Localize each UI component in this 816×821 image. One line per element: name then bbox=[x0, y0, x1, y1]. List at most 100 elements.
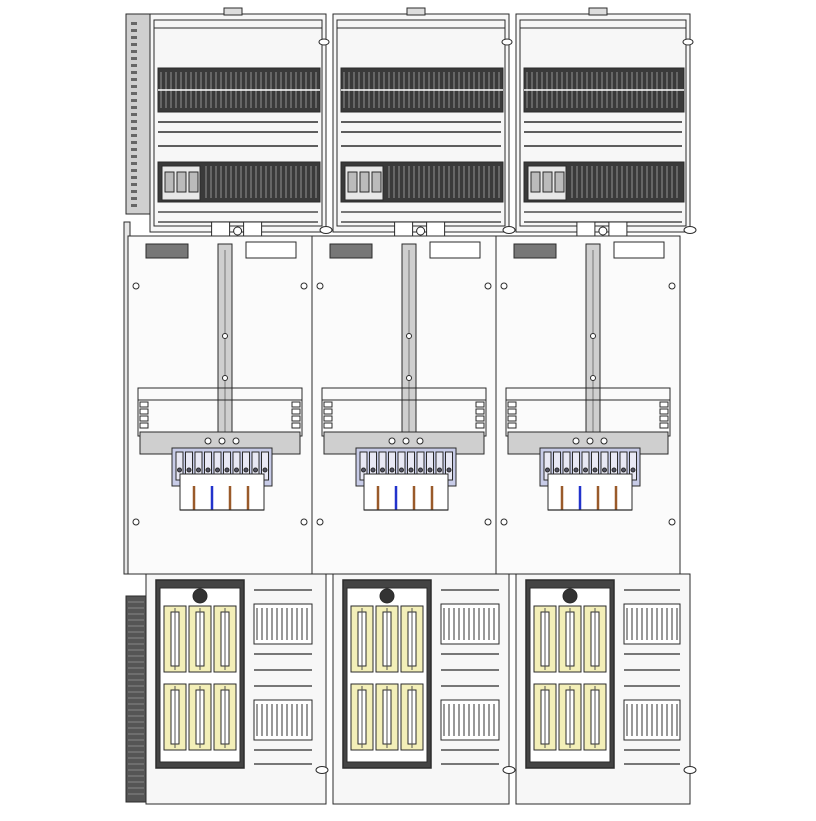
side-slot bbox=[139, 415, 149, 422]
rail-hole bbox=[406, 333, 412, 339]
rail-slot bbox=[131, 92, 137, 95]
side-slot bbox=[507, 422, 517, 429]
side-slot bbox=[139, 401, 149, 408]
label-plate-blank bbox=[613, 241, 665, 259]
left-lower-rail bbox=[125, 595, 147, 803]
breaker-pole bbox=[371, 171, 382, 193]
rail-slot bbox=[131, 113, 137, 116]
top-panel-inner bbox=[519, 19, 687, 227]
cabinet-frame bbox=[123, 13, 151, 803]
mount-hole bbox=[668, 282, 676, 290]
top-panel-inner bbox=[153, 19, 323, 227]
meter-panel-3 bbox=[495, 235, 681, 575]
breaker-pole bbox=[554, 171, 565, 193]
terminal-screw bbox=[370, 467, 376, 473]
rail-slot bbox=[131, 162, 137, 165]
rail-slot bbox=[131, 169, 137, 172]
terminal-screw bbox=[177, 467, 182, 473]
latch-box bbox=[394, 221, 414, 237]
top-panel-1 bbox=[149, 7, 333, 237]
terminal-screw bbox=[564, 467, 569, 473]
terminal-screw bbox=[418, 467, 423, 473]
rail-hole bbox=[218, 437, 226, 445]
top-lug bbox=[588, 7, 608, 16]
vent-grille-icon bbox=[253, 699, 313, 741]
rail-slot bbox=[131, 57, 137, 60]
latch-box bbox=[608, 221, 628, 237]
side-slot bbox=[291, 415, 301, 422]
rail-slot bbox=[131, 127, 137, 130]
terminal-screw bbox=[215, 467, 220, 473]
terminal-screw bbox=[243, 467, 249, 473]
side-slot bbox=[475, 408, 485, 415]
rail-slot bbox=[131, 71, 137, 74]
latch-knob bbox=[598, 226, 608, 236]
mount-hole bbox=[484, 518, 492, 526]
side-slot bbox=[507, 408, 517, 415]
fuse-panel-1 bbox=[145, 573, 329, 805]
fuse-panel-3 bbox=[515, 573, 697, 805]
mount-hole bbox=[132, 518, 140, 526]
terminal bbox=[445, 451, 453, 481]
side-slot bbox=[323, 422, 333, 429]
label-plate-icon bbox=[513, 243, 557, 259]
label-plate-blank bbox=[429, 241, 481, 259]
rail-slot bbox=[131, 176, 137, 179]
terminal-screw bbox=[380, 467, 385, 473]
side-slot bbox=[507, 401, 517, 408]
rail-slot bbox=[131, 190, 137, 193]
rail-slot bbox=[131, 106, 137, 109]
cable-box bbox=[547, 473, 633, 511]
meter-mounting-section bbox=[127, 235, 681, 575]
side-slot bbox=[659, 422, 669, 429]
rail-hole bbox=[572, 437, 580, 445]
latch-box bbox=[576, 221, 596, 237]
hinge-hole bbox=[683, 766, 697, 774]
hinge-hole bbox=[683, 226, 697, 234]
terminal-screw bbox=[611, 467, 617, 473]
rail-slot bbox=[131, 197, 137, 200]
rail-slot bbox=[131, 155, 137, 158]
rail-slot bbox=[131, 183, 137, 186]
rail-slot bbox=[131, 29, 137, 32]
rail-hole bbox=[586, 437, 594, 445]
terminal-screw bbox=[602, 467, 607, 473]
mount-hole bbox=[500, 518, 508, 526]
side-slot bbox=[291, 422, 301, 429]
mount-hole bbox=[316, 518, 324, 526]
side-slot bbox=[291, 401, 301, 408]
rail-hole bbox=[590, 333, 596, 339]
rail-slot bbox=[131, 85, 137, 88]
fuse-panel-2 bbox=[332, 573, 516, 805]
hinge-hole bbox=[501, 38, 513, 46]
side-slot bbox=[139, 408, 149, 415]
terminal-screw bbox=[427, 467, 433, 473]
breaker-pole bbox=[347, 171, 358, 193]
vent-grille-icon bbox=[440, 699, 500, 741]
label-plate-blank bbox=[245, 241, 297, 259]
terminal-screw bbox=[621, 467, 626, 473]
terminal-screw bbox=[262, 467, 268, 473]
terminal-screw bbox=[389, 467, 395, 473]
hinge-hole bbox=[315, 766, 329, 774]
rail-slot bbox=[131, 204, 137, 207]
side-slot bbox=[323, 408, 333, 415]
breaker-pole bbox=[359, 171, 370, 193]
side-slot bbox=[475, 401, 485, 408]
breaker-pole bbox=[542, 171, 553, 193]
latch-knob bbox=[416, 226, 426, 236]
top-distribution-section bbox=[149, 7, 697, 237]
breaker-pole bbox=[176, 171, 187, 193]
housing-handle bbox=[192, 588, 208, 604]
terminal-screw bbox=[446, 467, 452, 473]
housing-handle bbox=[379, 588, 395, 604]
terminal-screw bbox=[196, 467, 201, 473]
mount-hole bbox=[300, 282, 308, 290]
side-slot bbox=[659, 408, 669, 415]
mount-hole bbox=[500, 282, 508, 290]
hinge-hole bbox=[502, 766, 516, 774]
mount-hole bbox=[300, 518, 308, 526]
terminal-screw bbox=[630, 467, 636, 473]
rail-slot bbox=[131, 78, 137, 81]
